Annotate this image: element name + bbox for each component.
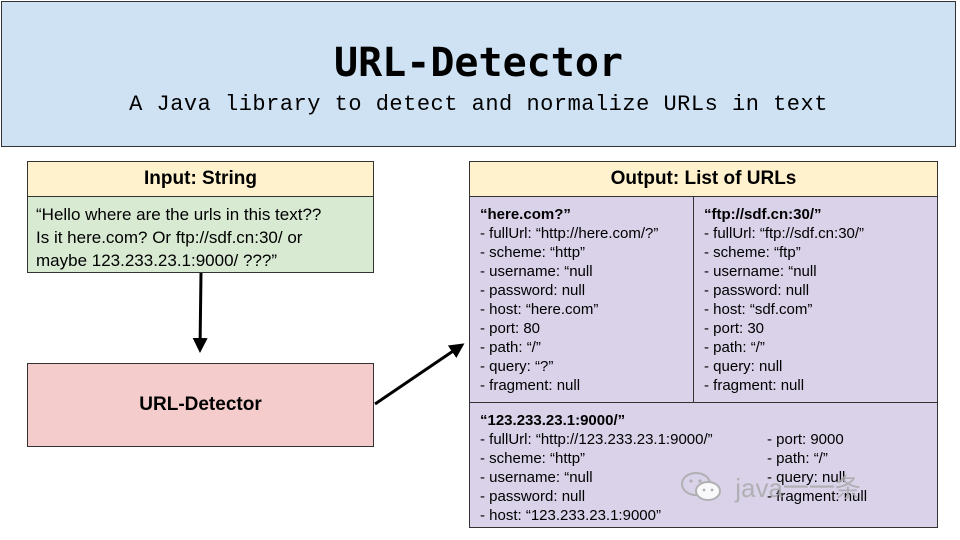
page-title: URL-Detector [334,40,623,86]
url-field: - scheme: “http” [480,244,586,261]
url-field: - fullUrl: “ftp://sdf.cn:30/” [704,225,865,242]
url-card-title: “here.com?” [480,206,571,223]
url-field: - fullUrl: “http://here.com/?” [480,225,659,242]
output-header: Output: List of URLs [469,161,938,197]
title-banner: URL-Detector A Java library to detect an… [1,1,956,147]
wechat-icon [680,470,724,511]
url-field: - fragment: null [767,488,868,505]
input-line: maybe 123.233.23.1:9000/ ???” [36,251,278,270]
url-field: - password: null [480,488,586,505]
url-field: - scheme: “http” [480,450,586,467]
url-field: - scheme: “ftp” [704,244,801,261]
arrow-detector-to-output [374,343,465,406]
url-field: - port: 9000 [767,431,844,448]
url-card-ftp: “ftp://sdf.cn:30/” - fullUrl: “ftp://sdf… [693,196,938,403]
input-header: Input: String [27,161,374,197]
url-field: - host: “here.com” [480,301,599,318]
url-field-column-right: - port: 9000 - path: “/” - query: null -… [767,430,867,506]
url-field: - port: 30 [704,320,765,337]
input-text-box: “Hello where are the urls in this text??… [27,196,374,273]
url-field: - username: “null [480,469,593,486]
arrow-input-to-detector [192,272,208,353]
input-line: Is it here.com? Or ftp://sdf.cn:30/ or [36,228,303,247]
url-field: - fragment: null [704,377,805,394]
url-field: - port: 80 [480,320,541,337]
url-field: - path: “/” [767,450,828,467]
watermark-text: java一一条 [735,473,861,503]
url-card-ip: “123.233.23.1:9000/” - fullUrl: “http://… [469,402,938,528]
url-field: - query: “?” [480,358,554,375]
url-field: - password: null [480,282,586,299]
input-line: “Hello where are the urls in this text?? [36,205,322,224]
url-field: - username: “null [480,263,593,280]
url-field: - host: “123.233.23.1:9000” [480,507,661,524]
url-field: - password: null [704,282,810,299]
url-field: - query: null [704,358,783,375]
url-field-column-left: - fullUrl: “http://123.233.23.1:9000/” -… [480,430,713,525]
page-subtitle: A Java library to detect and normalize U… [129,92,828,117]
url-field: - path: “/” [480,339,541,356]
watermark: java一一条 [680,468,861,511]
url-field: - username: “null [704,263,817,280]
url-field: - path: “/” [704,339,765,356]
url-card-title: “ftp://sdf.cn:30/” [704,206,822,223]
url-field: - fullUrl: “http://123.233.23.1:9000/” [480,431,713,448]
url-field: - host: “sdf.com” [704,301,813,318]
url-detector-box: URL-Detector [27,363,374,447]
url-field: - fragment: null [480,377,581,394]
url-card-here-com: “here.com?” - fullUrl: “http://here.com/… [469,196,694,403]
url-field: - query: null [767,469,846,486]
url-card-title: “123.233.23.1:9000/” [480,412,626,429]
